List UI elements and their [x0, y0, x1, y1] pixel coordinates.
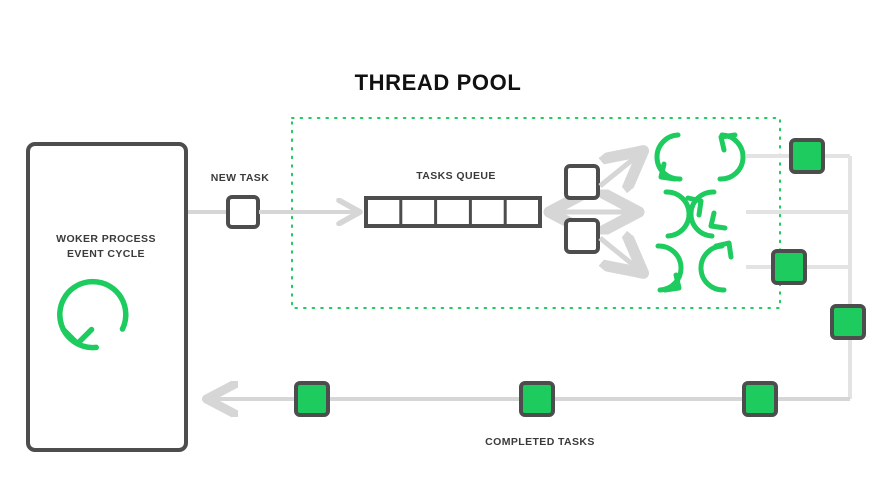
completed-square-2: [519, 381, 555, 417]
completed-square-3: [742, 381, 778, 417]
tasks-queue: [364, 196, 542, 228]
result-square-lower: [830, 304, 866, 340]
result-square-middle: [771, 249, 807, 285]
thread-pool-boundary: [291, 117, 781, 309]
dispatch-square-lower: [564, 218, 600, 254]
worker-process-label: WOKER PROCESS EVENT CYCLE: [28, 232, 184, 262]
dispatch-arrow-top: [598, 152, 642, 186]
thread-icon-1: [654, 132, 683, 182]
completed-tasks-label: COMPLETED TASKS: [485, 436, 595, 448]
completed-square-1: [294, 381, 330, 417]
result-square-top: [789, 138, 825, 174]
worker-process-box: [26, 142, 188, 452]
worker-process-label-line1: WOKER PROCESS: [56, 233, 156, 245]
worker-process-label-line2: EVENT CYCLE: [67, 248, 145, 260]
thread-icon-5: [655, 243, 684, 293]
tasks-queue-label: TASKS QUEUE: [416, 170, 496, 182]
new-task-square: [226, 195, 260, 229]
thread-icon-6: [698, 240, 734, 293]
thread-icon-4: [688, 189, 728, 239]
dispatch-arrow-bottom: [598, 238, 642, 272]
page-title: THREAD POOL: [354, 70, 522, 95]
event-cycle-icon: [57, 278, 129, 351]
dispatch-square-upper: [564, 164, 600, 200]
thread-icon-2: [717, 132, 746, 182]
new-task-label: NEW TASK: [210, 172, 270, 184]
